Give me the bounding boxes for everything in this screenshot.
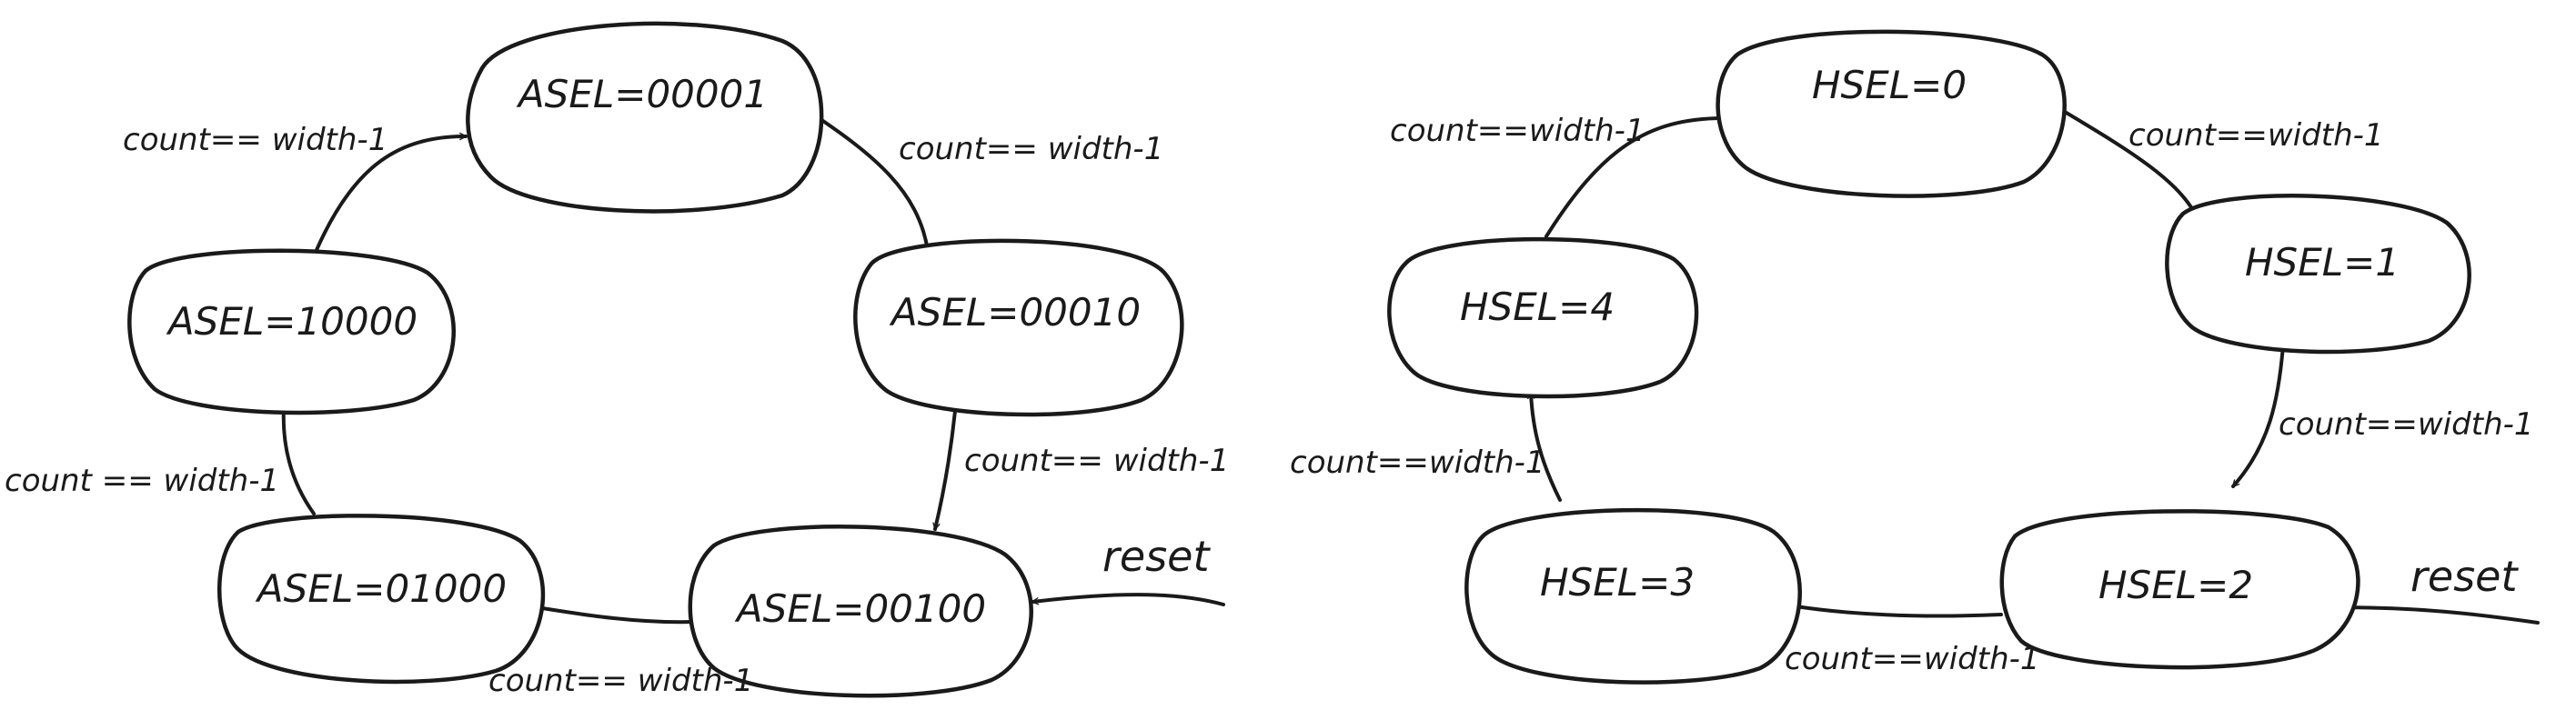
- state-asel-00010: ASEL=00010: [853, 238, 1184, 417]
- transition-asel-00001-to-00010: [810, 112, 928, 251]
- transition-hsel-2-to-3: [1790, 605, 2003, 618]
- reset-label-left: reset: [1102, 532, 1211, 581]
- hsel-state-machine: HSEL=0 HSEL=1 HSEL=2 HSEL=3 HSEL=4 count…: [1290, 29, 2540, 685]
- transition-asel-00010-to-00100: [935, 409, 957, 529]
- transition-asel-01000-to-10000: [284, 405, 316, 515]
- transition-hsel-1-to-2: [2231, 344, 2285, 488]
- edge-label-hsel-0-to-1: count==width-1: [2128, 117, 2384, 154]
- edge-label-asel-00001-to-00010: count== width-1: [899, 131, 1163, 167]
- state-asel-01000: ASEL=01000: [216, 514, 546, 685]
- edge-label-hsel-1-to-2: count==width-1: [2279, 406, 2534, 443]
- state-label: HSEL=0: [1812, 63, 1967, 107]
- transition-asel-00100-to-01000: [537, 607, 698, 625]
- edge-label-asel-10000-to-00001: count== width-1: [123, 122, 387, 158]
- transition-asel-10000-to-00001: [315, 136, 468, 252]
- state-hsel-0: HSEL=0: [1716, 29, 2067, 198]
- state-label: ASEL=10000: [166, 299, 418, 344]
- state-label: HSEL=1: [2245, 240, 2400, 285]
- state-label: HSEL=2: [2098, 563, 2253, 607]
- edge-label-asel-00100-to-01000: count== width-1: [488, 663, 753, 699]
- state-hsel-2: HSEL=2: [1999, 509, 2360, 670]
- state-hsel-1: HSEL=1: [2165, 194, 2471, 355]
- reset-label-right: reset: [2410, 552, 2519, 601]
- edge-label-asel-00010-to-00100: count== width-1: [964, 443, 1229, 479]
- edge-label-asel-01000-to-10000: count == width-1: [5, 463, 279, 499]
- edge-label-hsel-2-to-3: count==width-1: [1785, 641, 2040, 677]
- reset-edge-right: [2331, 607, 2540, 625]
- edge-label-hsel-4-to-0: count==width-1: [1390, 113, 1645, 149]
- reset-edge-left: [1032, 593, 1225, 606]
- transition-hsel-3-to-4: [1531, 391, 1562, 502]
- edge-label-hsel-3-to-4: count==width-1: [1290, 445, 1545, 481]
- state-label: ASEL=01000: [255, 566, 507, 611]
- state-label: HSEL=4: [1460, 285, 1615, 329]
- state-hsel-3: HSEL=3: [1464, 507, 1802, 685]
- state-asel-00100: ASEL=00100: [688, 525, 1033, 698]
- state-label: ASEL=00100: [734, 586, 986, 631]
- state-asel-10000: ASEL=10000: [127, 248, 456, 415]
- state-hsel-4: HSEL=4: [1387, 236, 1699, 399]
- transition-hsel-4-to-0: [1545, 118, 1726, 238]
- asel-state-machine: ASEL=00001 ASEL=00010 ASEL=00100 ASEL=01…: [5, 21, 1229, 699]
- state-label: ASEL=00001: [516, 72, 768, 116]
- state-label: HSEL=3: [1540, 560, 1695, 605]
- state-label: ASEL=00010: [889, 290, 1141, 335]
- state-asel-00001: ASEL=00001: [466, 21, 824, 214]
